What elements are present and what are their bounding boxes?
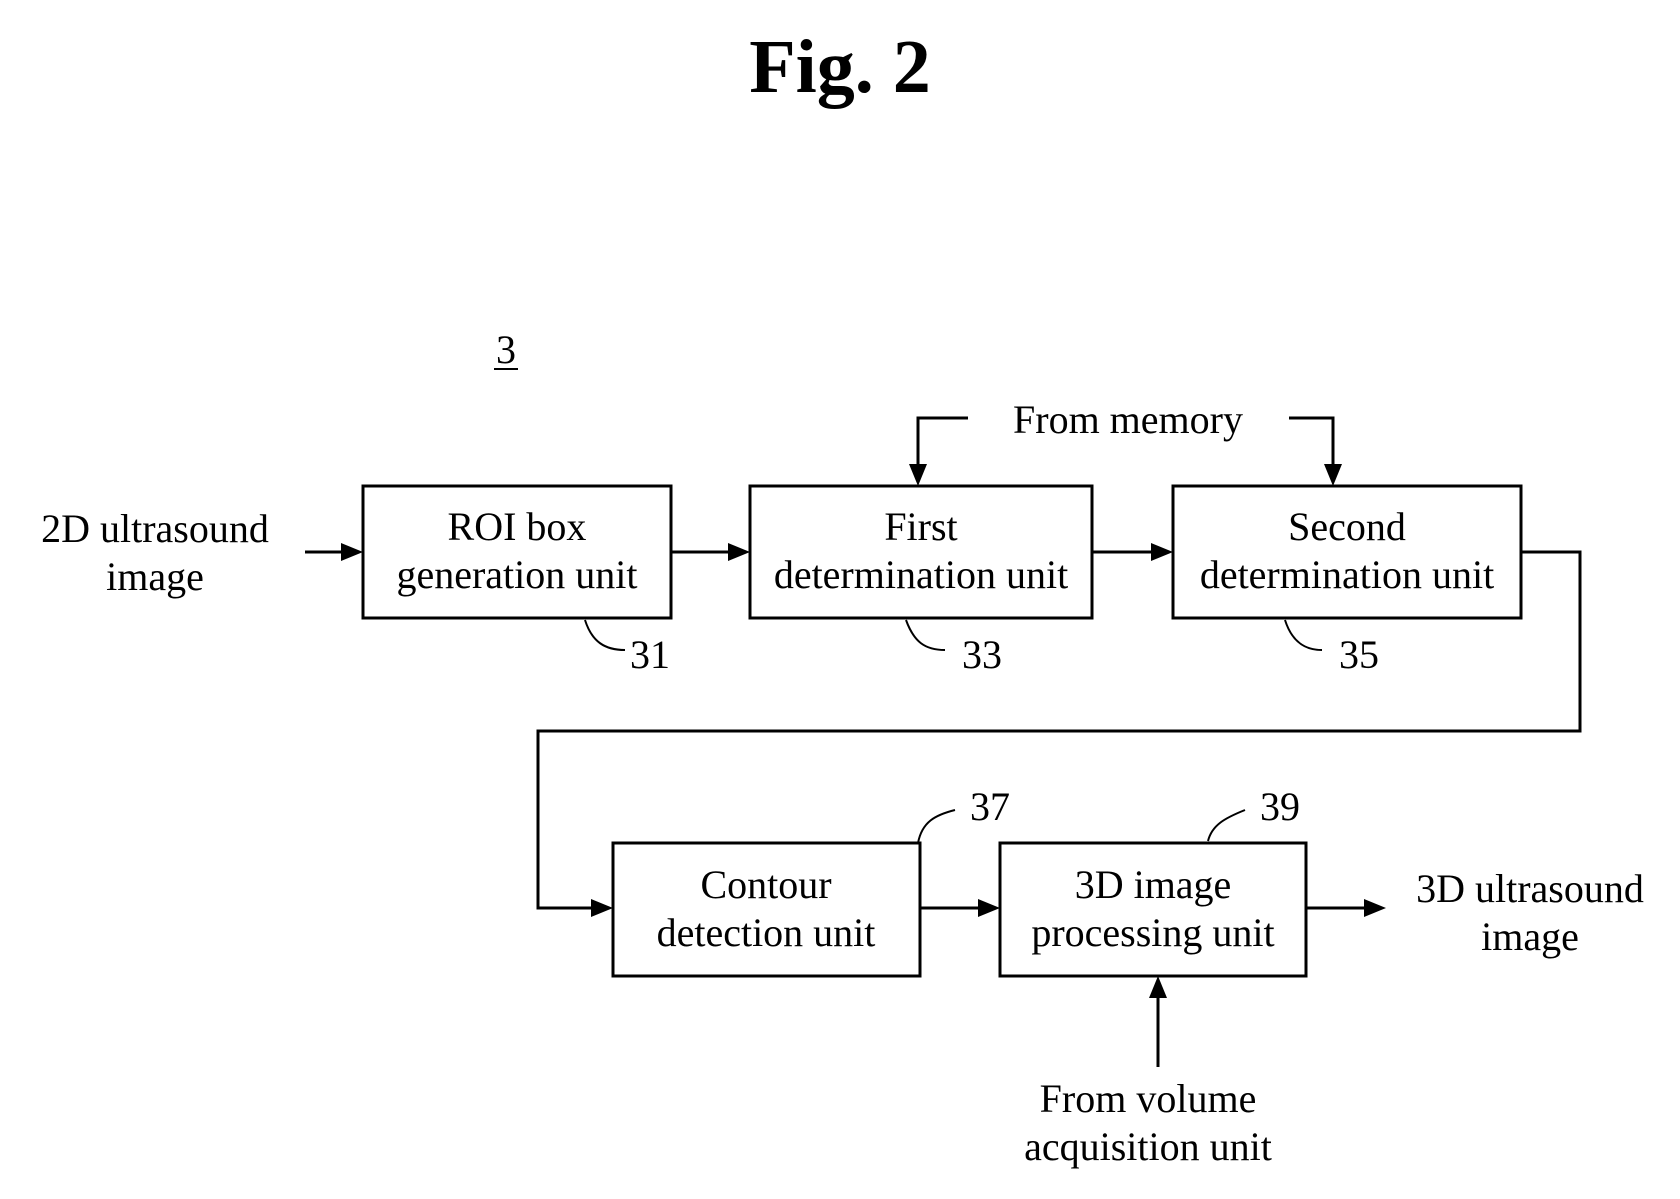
- memory-input-label: From memory: [1013, 397, 1243, 442]
- block-number-39: 39: [1260, 784, 1300, 829]
- 3d-block-label-line-1: 3D image: [1075, 862, 1232, 907]
- block-number-37: 37: [970, 784, 1010, 829]
- volume-input-label-line-2: acquisition unit: [1024, 1124, 1272, 1169]
- arrow-memory-to-second: [1289, 418, 1333, 466]
- output-label-line-2: image: [1481, 914, 1579, 959]
- arrowhead-first: [728, 543, 750, 561]
- figure-reference-number: 3: [496, 327, 516, 372]
- leader-39: [1208, 810, 1245, 841]
- block-number-31: 31: [630, 632, 670, 677]
- arrowhead-volume-3d: [1149, 976, 1167, 998]
- roi-block-label-line-1: ROI box: [448, 504, 587, 549]
- first-block-label-line-2: determination unit: [774, 552, 1068, 597]
- arrowhead-roi: [341, 543, 363, 561]
- arrowhead-memory-second: [1324, 464, 1342, 486]
- first-block-label-line-1: First: [884, 504, 957, 549]
- input-label-line-2: image: [106, 554, 204, 599]
- output-label-line-1: 3D ultrasound: [1416, 866, 1644, 911]
- leader-35: [1285, 620, 1322, 650]
- volume-input-label-line-1: From volume: [1040, 1076, 1257, 1121]
- contour-block-label-line-1: Contour: [700, 862, 831, 907]
- block-number-33: 33: [962, 632, 1002, 677]
- figure-title: Fig. 2: [749, 25, 931, 109]
- roi-block-label-line-2: generation unit: [396, 552, 637, 597]
- arrowhead-3d: [978, 899, 1000, 917]
- leader-33: [906, 620, 945, 650]
- 3d-block-label-line-2: processing unit: [1031, 910, 1274, 955]
- contour-block-label-line-2: detection unit: [657, 910, 876, 955]
- leader-31: [585, 620, 625, 650]
- arrow-memory-to-first: [918, 418, 968, 466]
- arrowhead-memory-first: [909, 464, 927, 486]
- block-number-35: 35: [1339, 632, 1379, 677]
- leader-37: [918, 810, 955, 843]
- second-block-label-line-2: determination unit: [1200, 552, 1494, 597]
- arrowhead-second: [1151, 543, 1173, 561]
- arrowhead-contour: [591, 899, 613, 917]
- second-block-label-line-1: Second: [1288, 504, 1406, 549]
- arrowhead-output: [1364, 899, 1386, 917]
- input-label-line-1: 2D ultrasound: [41, 506, 269, 551]
